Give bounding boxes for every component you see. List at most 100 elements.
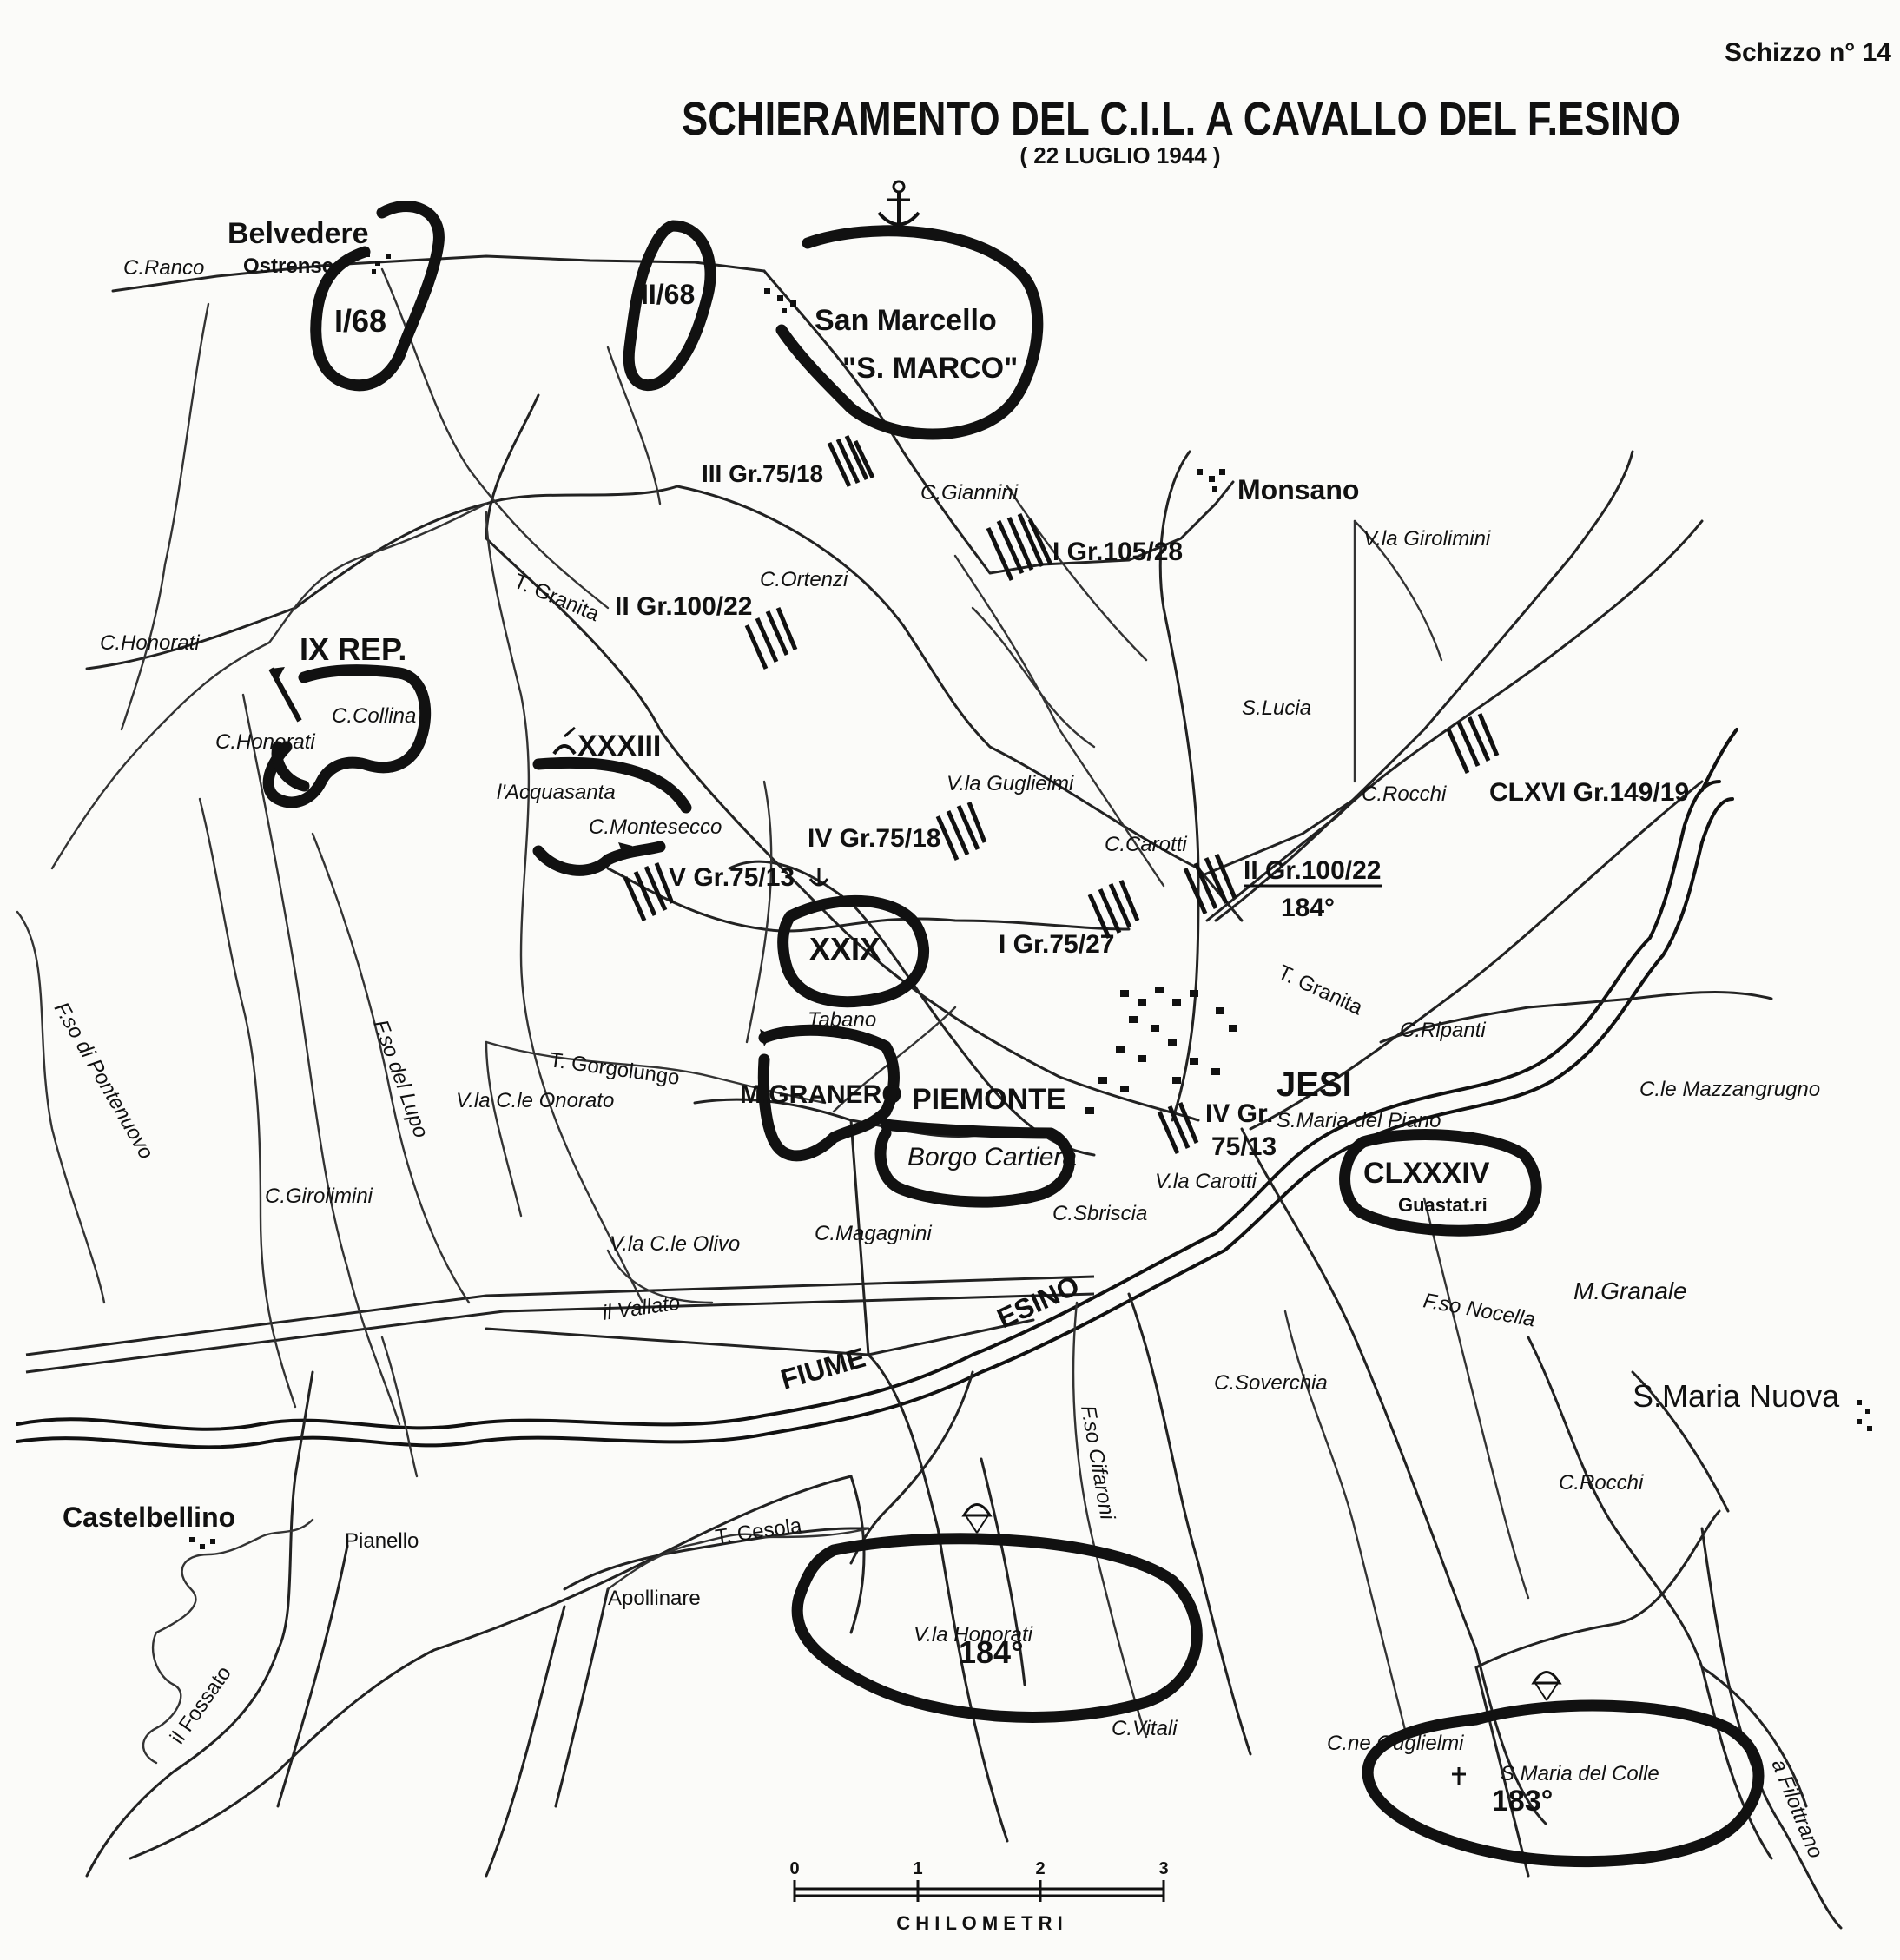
place-v-guglielmi: V.la Guglielmi (947, 772, 1074, 795)
unit-label-guastatori: Guastat.ri (1398, 1194, 1488, 1216)
place-c-mazzangrugno: C.le Mazzangrugno (1639, 1078, 1820, 1101)
artillery-hatch-i-75-27 (1087, 880, 1140, 940)
artillery-hatch-v-75-13 (623, 862, 675, 922)
place-v-c-olivo: V.la C.le Olivo (610, 1232, 740, 1256)
unit-outline-xxxiii (532, 756, 692, 876)
place-fosso-di-pontenuovo: F.so di Pontenuovo (49, 999, 158, 1164)
artillery-label-ii-gr-100-22-east: II Gr.100/22 (1244, 856, 1381, 885)
place-l-acquasanta: l'Acquasanta (497, 781, 616, 804)
unit-outline-184-division (791, 1533, 1203, 1723)
artillery-hatch-iv-75-13 (1157, 1102, 1199, 1155)
unit-label-xxix: XXIX (809, 931, 881, 967)
place-c-ranco: C.Ranco (123, 256, 204, 280)
unit-label-183-division: 183° (1492, 1785, 1553, 1818)
church-cross-icon (1452, 1767, 1466, 1785)
artillery-hatch-ii-100-22-north (744, 607, 798, 670)
unit-outline-ix-rep (262, 664, 432, 808)
place-fosso-del-lupo: F.so del Lupo (368, 1017, 432, 1141)
artillery-label-i-gr-75-27: I Gr.75/27 (999, 930, 1114, 959)
direction-arrow-icon (618, 842, 771, 1046)
unit-label-xxxiii: XXXIII (577, 729, 661, 762)
anchor-icon-xxix (808, 868, 829, 887)
railway (25, 1275, 1095, 1374)
place-c-carotti: C.Carotti (1105, 833, 1187, 856)
place-c-collina: C.Collina (332, 704, 416, 728)
place-a-filottrano: a Filottrano (1766, 1756, 1827, 1861)
place-c-girolimini: C.Girolimini (265, 1185, 373, 1208)
unit-label-piemonte: PIEMONTE (912, 1083, 1066, 1116)
artillery-label-iv-gr-75-18: IV Gr.75/18 (808, 824, 940, 853)
unit-label-s-marco: "S. MARCO" (842, 352, 1018, 385)
place-t-gorgolungo: T. Gorgolungo (548, 1048, 681, 1090)
place-c-giannini: C.Giannini (920, 481, 1019, 505)
artillery-label-iv-gr-calibre: 75/13 (1211, 1132, 1277, 1161)
place-fosso-cifaroni: F.so Cifaroni (1076, 1403, 1119, 1521)
artillery-hatch-ii-100-22-east (1183, 854, 1237, 915)
anchor-icon (877, 180, 920, 227)
place-v-honorati: V.la Honorati (914, 1623, 1033, 1647)
place-c-honorati: C.Honorati (215, 730, 315, 754)
label-san-marcello: San Marcello (815, 304, 997, 337)
canal-il-vallato (485, 1318, 1035, 1356)
scale-tick-0: 0 (789, 1859, 799, 1878)
unit-label-m-granero: M.GRANERO (740, 1080, 902, 1109)
place-pianello: Pianello (345, 1529, 419, 1553)
unit-outline-piemonte (874, 1119, 1075, 1208)
artillery-label-i-gr-105-28: I Gr.105/28 (1052, 538, 1183, 566)
place-fosso-nocella: F.so Nocella (1422, 1289, 1537, 1331)
place-v-girolimini: V.la Girolimini (1363, 527, 1491, 551)
place-t-granita-north: T. Granita (511, 570, 604, 627)
map-subtitle: ( 22 LUGLIO 1944 ) (1019, 142, 1220, 168)
place-s-maria-del-piano: S.Maria del Piano (1277, 1109, 1441, 1132)
artillery-label-iv-gr: IV Gr. (1205, 1099, 1273, 1128)
unit-outline-s-marco (775, 225, 1044, 440)
parachute-icon-183 (1531, 1671, 1562, 1701)
stream-network (16, 267, 1530, 1739)
label-belvedere: Belvedere (228, 217, 369, 250)
place-c-magagnini: C.Magagnini (815, 1222, 932, 1245)
artillery-label-v-gr-75-13: V Gr.75/13 (669, 863, 795, 892)
river-esino (16, 728, 1738, 1449)
place-tabano: Tabano (808, 1008, 876, 1032)
artillery-label-clxvi-gr-149-19: CLXVI Gr.149/19 (1489, 778, 1689, 807)
place-s-lucia: S.Lucia (1242, 696, 1311, 720)
stream-t-cesola (606, 1527, 870, 1591)
place-c-ortenzi: C.Ortenzi (760, 568, 848, 591)
artillery-hatch-i-105-28 (986, 513, 1053, 582)
place-t-cesola: T. Cesola (714, 1514, 803, 1549)
village-san-marcello (764, 288, 796, 313)
place-il-fossato: il Fossato (166, 1662, 236, 1749)
place-c-honorati-west: C.Honorati (100, 631, 200, 655)
unit-label-borgo-cartiera: Borgo Cartiera (907, 1143, 1077, 1171)
alpine-hat-icon (552, 726, 577, 756)
road-network (85, 254, 1843, 1930)
label-castelbellino: Castelbellino (63, 1501, 235, 1533)
unit-label-ii-68: II/68 (641, 279, 695, 310)
unit-outline-i-68 (310, 201, 445, 392)
artillery-hatch-clxvi-149-19 (1446, 713, 1500, 775)
unit-outline-clxxxiv (1339, 1129, 1542, 1237)
scale-tick-1: 1 (913, 1859, 922, 1878)
village-jesi (1085, 987, 1237, 1114)
unit-label-clxxxiv: CLXXXIV (1363, 1157, 1490, 1190)
artillery-label-iii-gr-75-18: III Gr.75/18 (702, 460, 823, 487)
unit-outline-183-division (1362, 1699, 1765, 1868)
artillery-hatch-iv-75-18 (935, 802, 987, 861)
scale-unit-label: C H I L O M E T R I (896, 1912, 1063, 1934)
place-c-rocchi-north: C.Rocchi (1362, 782, 1447, 806)
scale-bar (793, 1880, 1165, 1902)
label-s-maria-nuova: S.Maria Nuova (1633, 1378, 1840, 1414)
place-c-sbriscia: C.Sbriscia (1052, 1202, 1147, 1225)
label-ostrense: Ostrense (243, 254, 333, 278)
stream-near-castelbellino (142, 1518, 314, 1765)
place-t-granita-east: T. Granita (1274, 960, 1366, 1020)
unit-label-184-division: 184° (959, 1634, 1023, 1670)
unit-outline-ix-rep-closure (271, 741, 310, 792)
unit-outline-xxix (777, 894, 929, 1008)
unit-outline-m-granero (757, 1024, 900, 1162)
place-s-maria-del-colle: S.Maria del Colle (1501, 1762, 1659, 1785)
parachute-icon-184 (961, 1503, 993, 1534)
scale-tick-2: 2 (1035, 1859, 1045, 1878)
